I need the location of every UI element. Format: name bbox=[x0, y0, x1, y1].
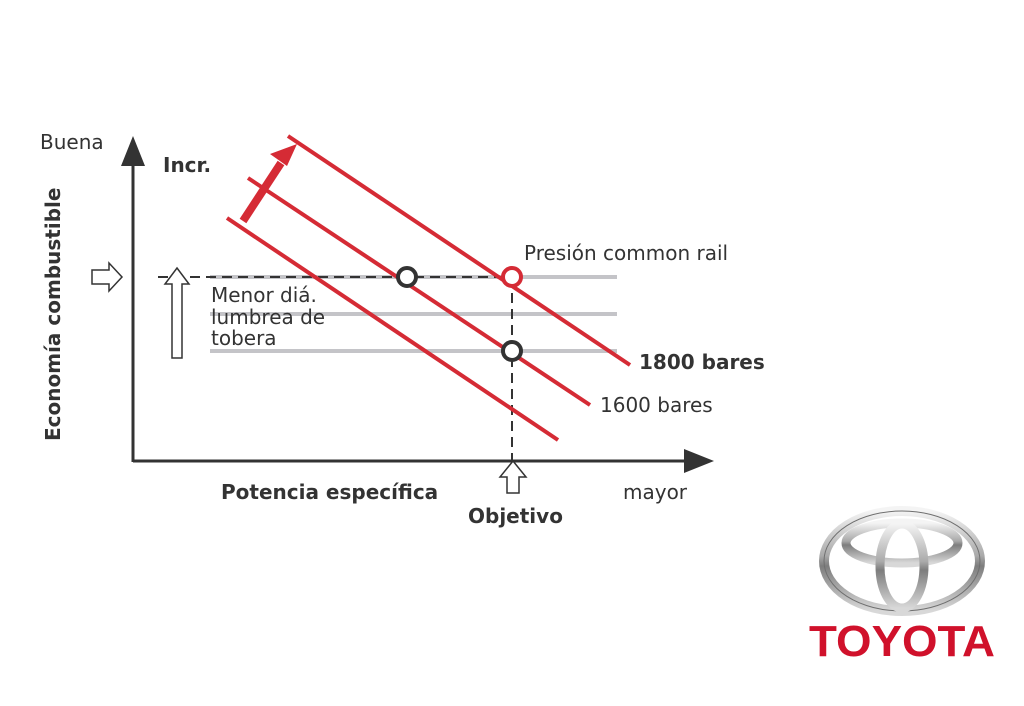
nozzle-upward-hollow-arrow bbox=[163, 266, 191, 359]
increase-label: Incr. bbox=[163, 153, 211, 177]
target-label: Objetivo bbox=[468, 504, 563, 528]
red-line-lower bbox=[225, 216, 560, 442]
x-axis-arrowhead bbox=[684, 449, 714, 473]
line-1800-label: 1800 bares bbox=[639, 350, 765, 374]
nozzle-label-line2: lumbrea de bbox=[211, 305, 325, 329]
red-line-1800-bar bbox=[286, 134, 632, 367]
y-target-hollow-arrow bbox=[91, 261, 124, 293]
marker-dark-lower bbox=[501, 340, 523, 362]
nozzle-label-line3: tobera bbox=[211, 326, 277, 350]
y-axis-title: Economía combustible bbox=[41, 188, 65, 441]
x-target-hollow-arrow bbox=[498, 459, 528, 494]
increase-arrow-shaft bbox=[239, 160, 285, 224]
marker-red-target bbox=[501, 266, 523, 288]
x-axis-right-label: mayor bbox=[623, 480, 688, 504]
x-axis-title: Potencia específica bbox=[221, 480, 438, 504]
pressure-label: Presión common rail bbox=[524, 241, 728, 265]
increase-arrowhead bbox=[270, 144, 297, 166]
y-axis-arrowhead bbox=[121, 136, 145, 166]
marker-dark-intersection bbox=[396, 266, 418, 288]
red-line-1600-bar bbox=[246, 176, 592, 407]
line-1600-label: 1600 bares bbox=[600, 393, 713, 417]
toyota-brand-name: TOYOTA bbox=[809, 617, 995, 666]
toyota-logo-icon bbox=[819, 506, 985, 616]
y-axis-top-label: Buena bbox=[40, 130, 104, 154]
nozzle-label-line1: Menor diá. bbox=[211, 283, 317, 307]
